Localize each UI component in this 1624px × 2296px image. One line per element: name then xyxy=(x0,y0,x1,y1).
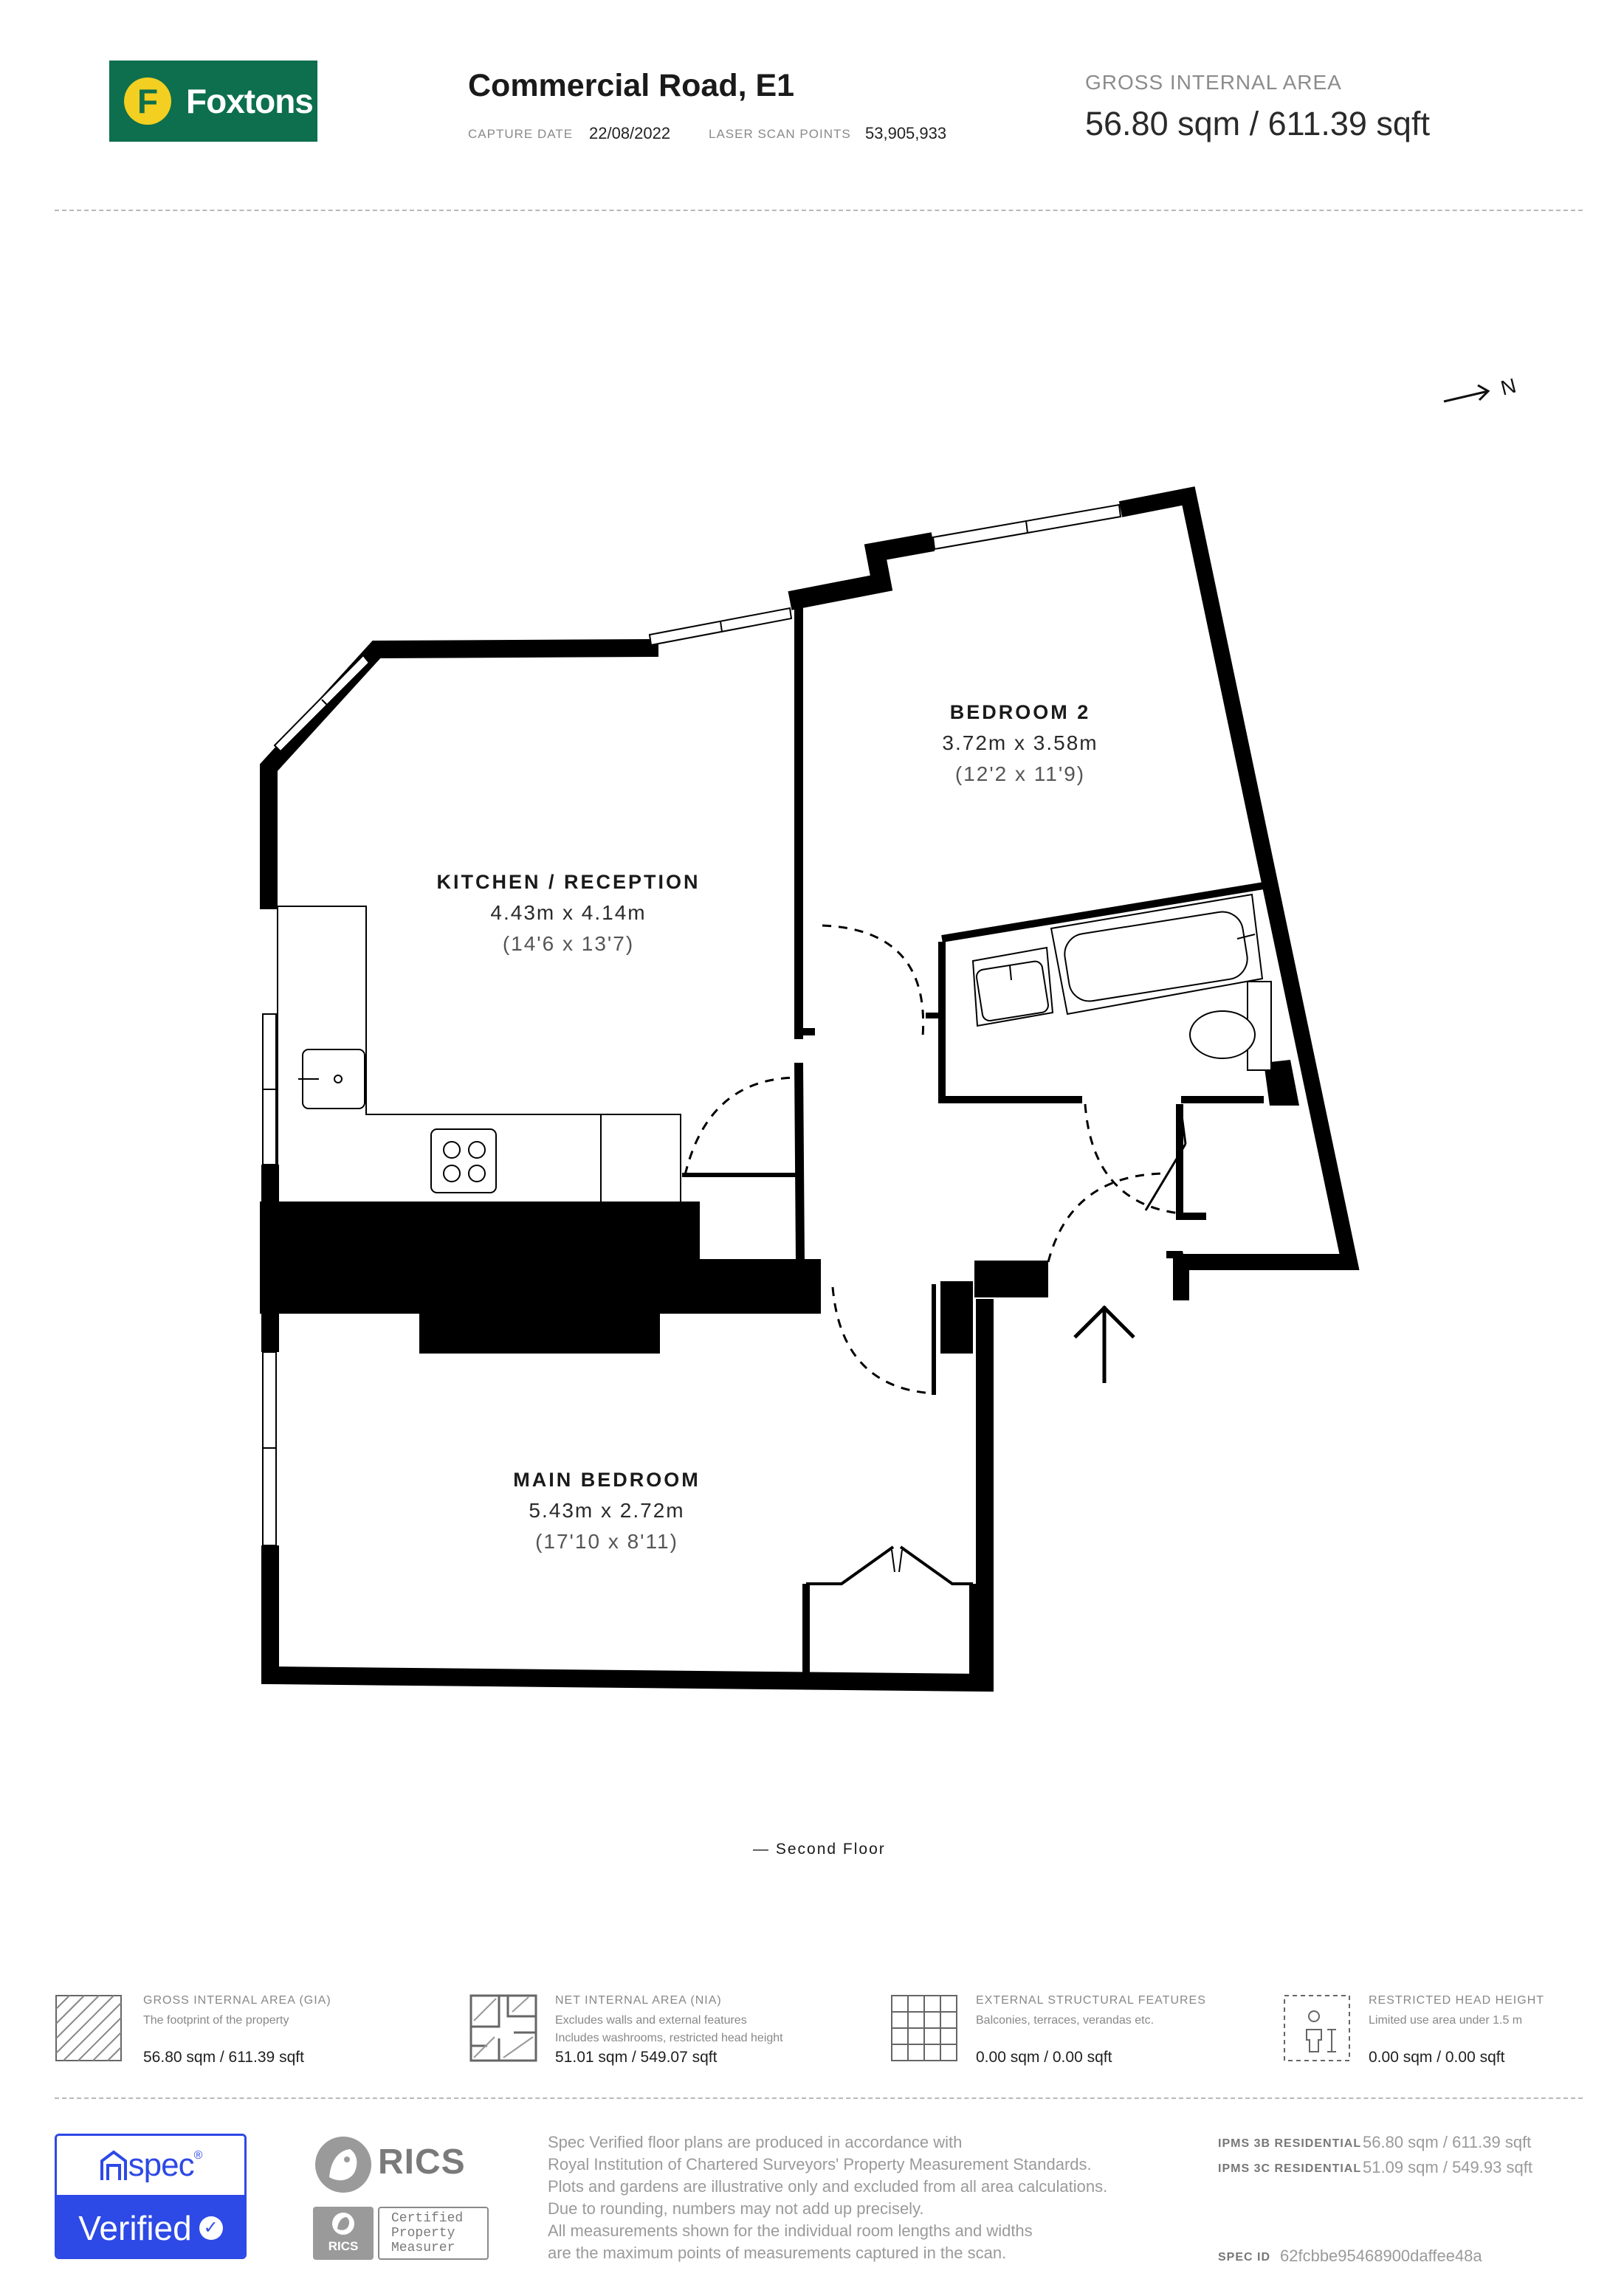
room-name: BEDROOM 2 xyxy=(950,701,1091,723)
spec-id-value: 62fcbbe95468900daffee48a xyxy=(1280,2247,1482,2265)
gia-hatch-icon xyxy=(55,1995,122,2061)
disclaimer-text: Spec Verified floor plans are produced i… xyxy=(548,2133,1108,2262)
ipms-3b-label: IPMS 3B RESIDENTIAL xyxy=(1218,2137,1362,2150)
spec-id-label: SPEC ID xyxy=(1218,2251,1271,2264)
floor-plan: N xyxy=(260,374,1518,1692)
capture-date-value: 22/08/2022 xyxy=(589,124,671,142)
legend-nia-title: NET INTERNAL AREA (NIA) xyxy=(555,1994,722,2007)
legend-gia-title: GROSS INTERNAL AREA (GIA) xyxy=(143,1994,331,2007)
bathroom-sink-icon xyxy=(971,946,1054,1027)
header-divider xyxy=(55,210,1583,211)
rics-wordmark: RICS xyxy=(378,2142,466,2182)
grid-icon xyxy=(891,1995,957,2061)
legend-gia-value: 56.80 sqm / 611.39 sqft xyxy=(143,2049,304,2066)
property-address: Commercial Road, E1 xyxy=(468,68,795,103)
kitchen-sink-icon xyxy=(298,1049,365,1109)
legend-gia-desc: The footprint of the property xyxy=(143,2014,289,2027)
rics-certified-measurer: Certified Property Measurer xyxy=(378,2207,489,2260)
entrance-arrow-icon xyxy=(1073,1305,1135,1383)
legend-head-height-title: RESTRICTED HEAD HEIGHT xyxy=(1369,1994,1545,2007)
foxtons-logo: F Foxtons xyxy=(109,61,317,142)
check-icon: ✓ xyxy=(199,2216,223,2240)
spec-verified-badge: spec ® Verified ✓ xyxy=(55,2134,247,2259)
ipms-3c-value: 51.09 sqm / 549.93 sqft xyxy=(1363,2158,1532,2176)
exterior-walls xyxy=(260,486,1360,1692)
legend-external-desc: Balconies, terraces, verandas etc. xyxy=(976,2014,1155,2027)
legend-head-height-desc: Limited use area under 1.5 m xyxy=(1369,2014,1523,2027)
gia-header-label: GROSS INTERNAL AREA xyxy=(1085,71,1342,94)
foxtons-logo-text: Foxtons xyxy=(186,82,314,120)
laser-scan-label: LASER SCAN POINTS xyxy=(709,127,851,141)
spec-registered-mark: ® xyxy=(193,2149,203,2162)
room-dimensions-imperial: (14'6 x 13'7) xyxy=(503,932,634,955)
north-arrow-icon: N xyxy=(1443,374,1518,403)
bath-icon xyxy=(1050,893,1264,1016)
spec-house-icon xyxy=(100,2150,127,2180)
room-label-bedroom-2: BEDROOM 2 3.72m x 3.58m (12'2 x 11'9) xyxy=(942,701,1098,785)
rics-lion-icon xyxy=(315,2137,371,2193)
interior-walls xyxy=(682,604,1265,1675)
room-dimensions-metric: 3.72m x 3.58m xyxy=(942,731,1098,754)
ipms-3c-label: IPMS 3C RESIDENTIAL xyxy=(1218,2162,1362,2175)
spec-verified-label: Verified xyxy=(78,2209,192,2247)
legend-nia-value: 51.01 sqm / 549.07 sqft xyxy=(555,2049,718,2066)
nia-plan-icon xyxy=(469,1994,537,2062)
kitchen-counters xyxy=(277,906,681,1202)
bathroom-wall-block xyxy=(1264,1060,1299,1106)
north-label: N xyxy=(1499,374,1518,400)
legend-head-height-value: 0.00 sqm / 0.00 sqft xyxy=(1369,2049,1505,2066)
legend-external-title: EXTERNAL STRUCTURAL FEATURES xyxy=(976,1994,1206,2007)
capture-date-label: CAPTURE DATE xyxy=(468,127,574,141)
room-name: MAIN BEDROOM xyxy=(513,1469,701,1491)
room-dimensions-metric: 4.43m x 4.14m xyxy=(490,901,646,924)
room-dimensions-metric: 5.43m x 2.72m xyxy=(529,1499,684,1522)
gia-header-value: 56.80 sqm / 611.39 sqft xyxy=(1085,105,1430,142)
toilet-icon xyxy=(1189,981,1272,1071)
rics-small-lion-icon xyxy=(332,2213,354,2235)
room-label-kitchen-reception: KITCHEN / RECEPTION 4.43m x 4.14m (14'6 … xyxy=(436,871,700,955)
laser-scan-value: 53,905,933 xyxy=(865,124,947,142)
windows xyxy=(262,503,1122,1546)
rics-logo: RICS RICS Certified Property Measurer xyxy=(310,2133,489,2262)
head-height-icon xyxy=(1284,1995,1350,2061)
room-label-main-bedroom: MAIN BEDROOM 5.43m x 2.72m (17'10 x 8'11… xyxy=(513,1469,701,1553)
room-dimensions-imperial: (17'10 x 8'11) xyxy=(535,1530,678,1553)
room-name: KITCHEN / RECEPTION xyxy=(436,871,700,893)
legend-external-value: 0.00 sqm / 0.00 sqft xyxy=(976,2049,1112,2066)
wardrobe xyxy=(891,1549,903,1573)
rics-small-badge: RICS xyxy=(313,2207,374,2260)
doors xyxy=(684,924,1187,1395)
footer-divider xyxy=(55,2097,1583,2099)
floor-label: — Second Floor xyxy=(753,1841,886,1858)
structural-walls xyxy=(260,1202,1048,1354)
room-dimensions-imperial: (12'2 x 11'9) xyxy=(955,762,1085,785)
ipms-3b-value: 56.80 sqm / 611.39 sqft xyxy=(1363,2133,1532,2151)
foxtons-logo-mark: F xyxy=(124,77,171,125)
hob-icon xyxy=(430,1128,497,1193)
spec-brand: spec xyxy=(128,2147,195,2183)
